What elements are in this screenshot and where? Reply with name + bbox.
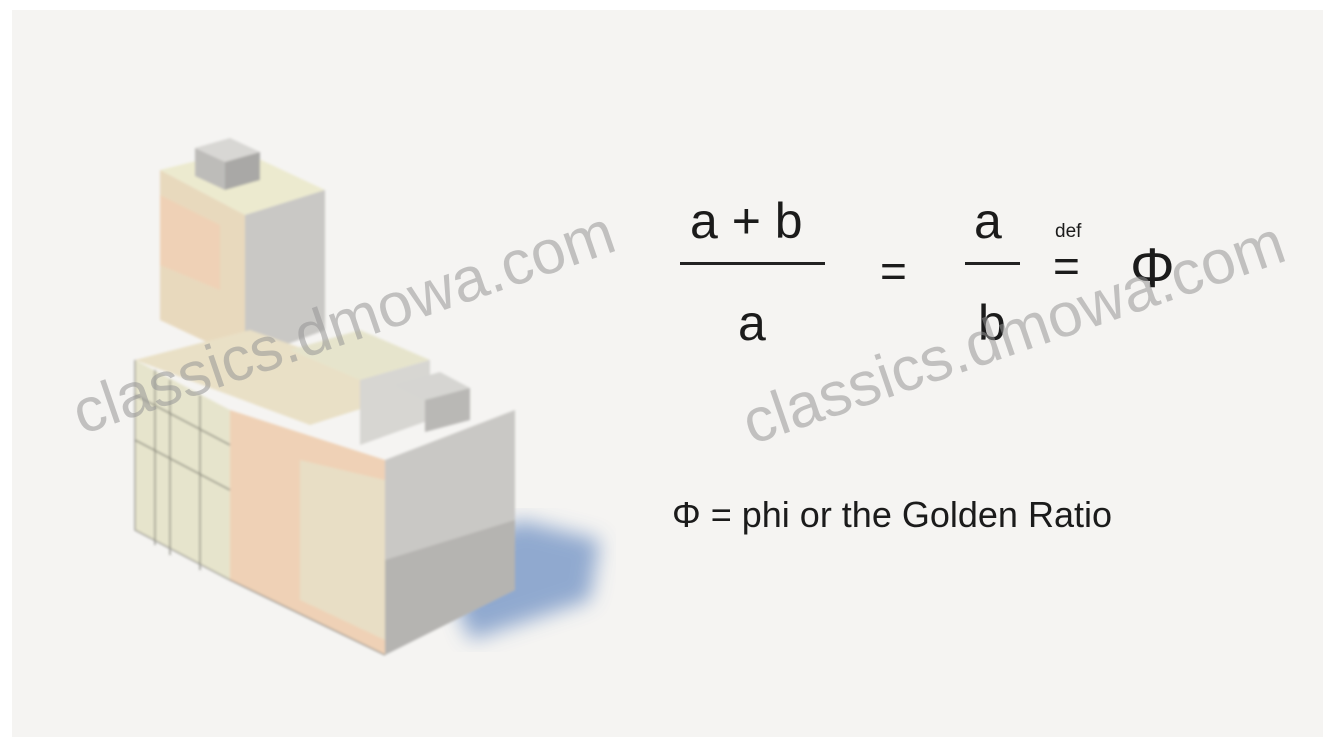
fraction-bar-left <box>680 262 825 265</box>
denominator-left: a <box>738 295 766 351</box>
step-top <box>290 330 430 380</box>
equals-sign: = <box>880 245 907 297</box>
numerator-left: a + b <box>690 193 803 249</box>
base-left-face <box>135 360 230 580</box>
def-label: def <box>1055 221 1082 242</box>
base-top-face <box>135 330 420 425</box>
outline <box>134 360 386 656</box>
caption: Φ = phi or the Golden Ratio <box>672 494 1112 535</box>
base-front-light <box>300 460 385 640</box>
def-equals-sign: = <box>1053 240 1080 292</box>
fraction-bar-right <box>965 262 1020 265</box>
tower-peach-patch <box>160 195 220 290</box>
tower-cube-left <box>195 148 225 190</box>
phi-symbol: Φ <box>1130 236 1175 299</box>
base-right-shade <box>385 520 515 655</box>
numerator-right: a <box>974 193 1002 249</box>
step-cube-front <box>425 388 470 432</box>
grid-lines <box>134 370 231 570</box>
tower-right-face <box>245 190 325 360</box>
tower-cube-right <box>225 152 260 190</box>
tower-cube-top <box>195 138 260 162</box>
denominator-right: b <box>978 295 1006 351</box>
